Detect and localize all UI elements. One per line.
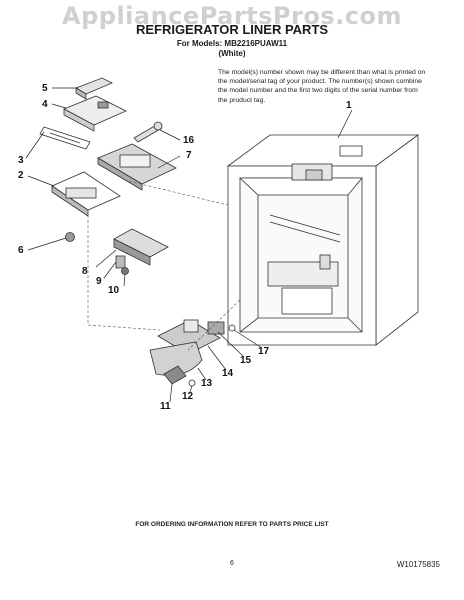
model-info: For Models: MB2216PUAW11 (White): [0, 39, 464, 59]
label-part-14: 14: [222, 368, 234, 379]
part-12-shape: [188, 379, 196, 387]
assembly-lines: [87, 179, 241, 351]
part-15-shape: [207, 321, 225, 335]
label-part-4: 4: [42, 99, 48, 110]
label-part-5: 5: [42, 83, 48, 94]
part-7-shape: [97, 143, 177, 191]
part-11-shape: [163, 365, 187, 385]
document-code: W10175835: [396, 560, 440, 569]
liner-shape: [226, 134, 420, 346]
part-5-shape: [75, 77, 113, 100]
ordering-info: FOR ORDERING INFORMATION REFER TO PARTS …: [135, 521, 329, 528]
label-part-2: 2: [18, 170, 24, 181]
label-part-15: 15: [240, 355, 252, 366]
page-number: 6: [230, 560, 234, 567]
label-part-6: 6: [18, 245, 24, 256]
part-9-shape: [115, 255, 126, 269]
label-part-7: 7: [186, 150, 192, 161]
label-part-12: 12: [182, 391, 194, 402]
label-part-9: 9: [96, 276, 102, 287]
label-part-16: 16: [183, 135, 195, 146]
part-10-shape: [121, 267, 129, 275]
label-part-13: 13: [201, 378, 213, 389]
models-line: For Models: MB2216PUAW11: [176, 39, 288, 48]
leader-lines: [25, 87, 353, 403]
label-part-8: 8: [82, 266, 88, 277]
model-note: The model(s) number shown may be differe…: [218, 69, 426, 104]
part-17-shape: [228, 324, 236, 332]
label-part-17: 17: [258, 346, 270, 357]
watermark-logo: AppliancePartsPros.com: [62, 2, 402, 30]
label-part-1: 1: [346, 100, 352, 111]
label-part-3: 3: [18, 155, 24, 166]
part-6-shape: [65, 232, 75, 242]
label-part-10: 10: [108, 285, 120, 296]
part-2-shape: [51, 171, 121, 217]
label-part-11: 11: [160, 401, 171, 412]
part-4-shape: [63, 95, 127, 132]
part-3-shape: [39, 126, 91, 150]
page-title: REFRIGERATOR LINER PARTS: [135, 22, 329, 37]
part-16-shape: [133, 121, 163, 143]
part-13-shape: [149, 341, 203, 376]
color-line: (White): [218, 49, 246, 58]
part-8-shape: [113, 228, 169, 266]
